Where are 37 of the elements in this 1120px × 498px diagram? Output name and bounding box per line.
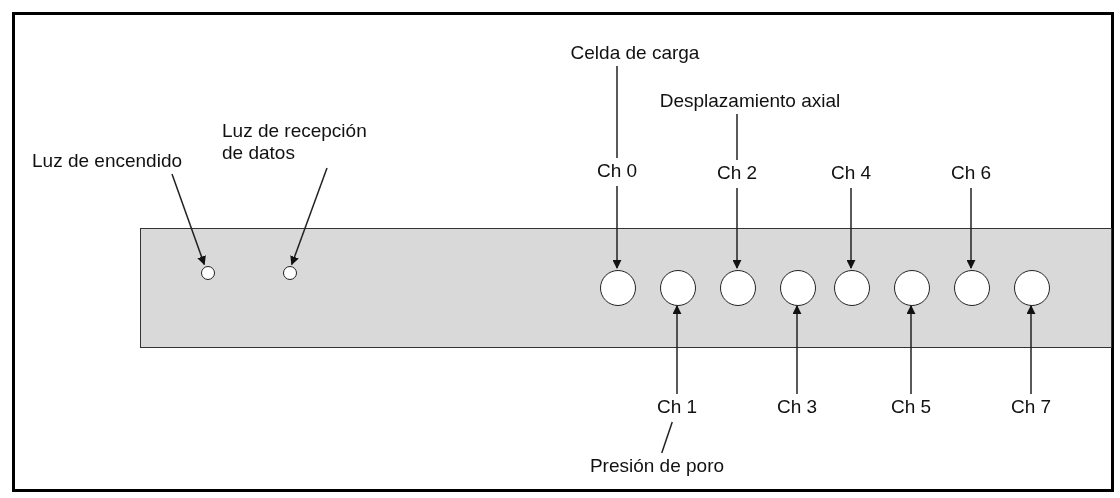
arrow [906, 305, 916, 395]
arrow [966, 187, 976, 269]
part-label: Ch 5 [889, 396, 933, 420]
indicator-light [283, 266, 297, 280]
channel-connector [894, 270, 930, 306]
part-label: Ch 0 [595, 160, 639, 184]
arrow [171, 173, 206, 266]
channel-connector [720, 270, 756, 306]
indicator-light [201, 266, 215, 280]
channel-connector [834, 270, 870, 306]
leader-line [736, 113, 738, 161]
device-panel [140, 228, 1112, 348]
arrow [732, 187, 742, 269]
channel-connector [954, 270, 990, 306]
part-label: Presión de poro [572, 455, 742, 479]
channel-connector [600, 270, 636, 306]
leader-line [616, 65, 618, 159]
part-label: Desplazamiento axial [650, 90, 850, 114]
arrow [290, 167, 328, 266]
part-label: Ch 3 [775, 396, 819, 420]
part-label: Ch 2 [715, 162, 759, 186]
arrow [792, 305, 802, 395]
channel-connector [780, 270, 816, 306]
channel-connector [1014, 270, 1050, 306]
part-label: Celda de carga [560, 42, 710, 66]
part-label: Luz de recepción de datos [222, 120, 392, 166]
channel-connector [660, 270, 696, 306]
part-label: Ch 4 [829, 162, 873, 186]
part-label: Ch 7 [1009, 396, 1053, 420]
arrow [612, 185, 622, 269]
leader-line [661, 421, 673, 454]
arrow [1026, 305, 1036, 395]
arrow [672, 305, 682, 395]
arrow [846, 187, 856, 269]
part-label: Ch 6 [949, 162, 993, 186]
part-label: Ch 1 [655, 396, 699, 420]
part-label: Luz de encendido [32, 150, 182, 174]
